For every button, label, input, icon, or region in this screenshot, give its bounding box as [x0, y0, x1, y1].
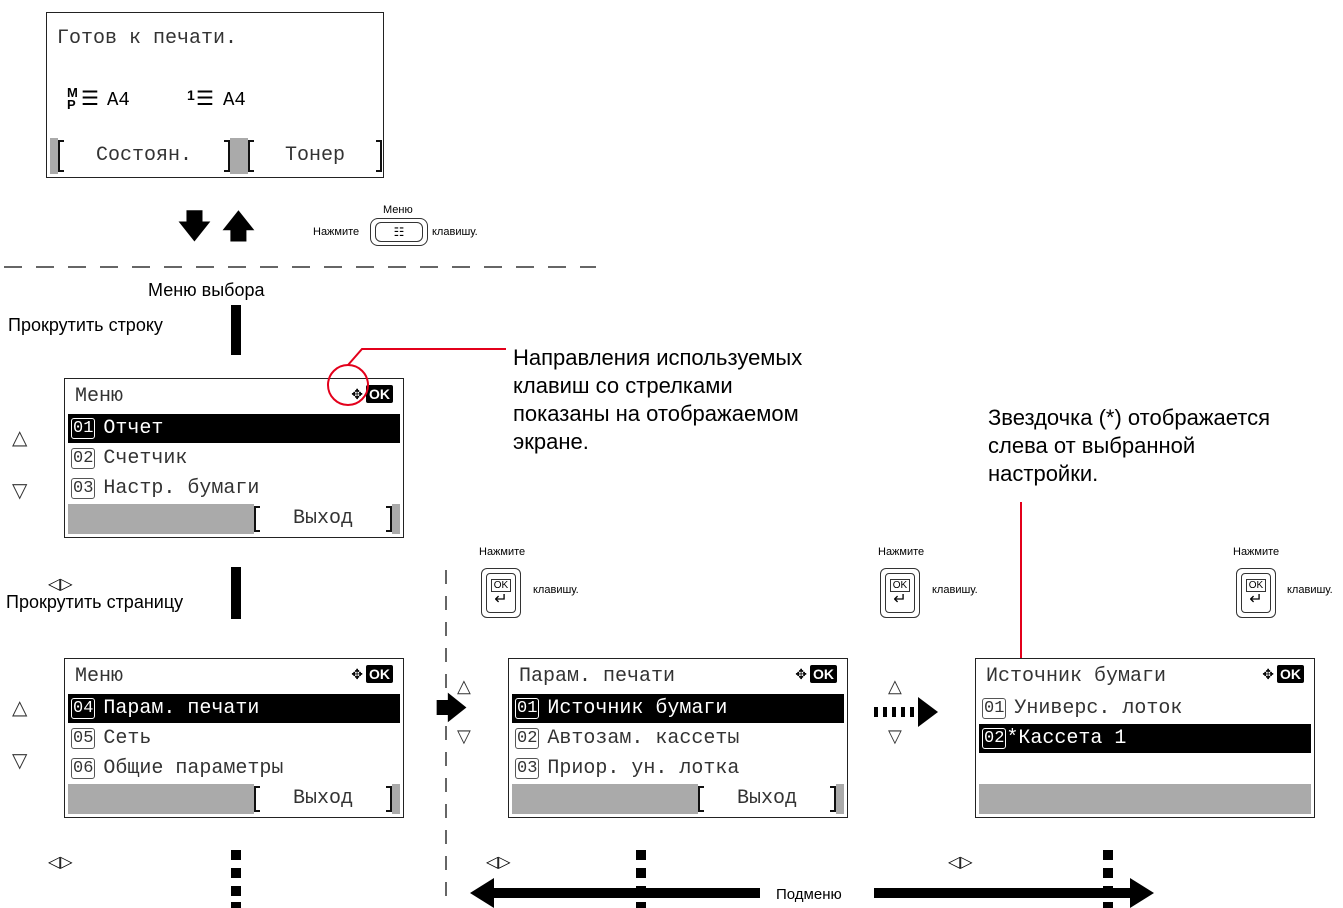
menu-key: ☷	[370, 218, 428, 246]
asterisk-note: Звездочка (*) отображается слева от выбр…	[988, 405, 1271, 486]
scroll-row-label: Прокрутить строку	[8, 315, 163, 335]
ok-badge: OK	[366, 385, 393, 403]
up-triangle-icon: △	[12, 697, 28, 719]
arrow-keys-icon: ✥	[795, 665, 807, 682]
exit-softkey[interactable]: Выход	[698, 784, 836, 814]
ok-badge: OK	[810, 665, 837, 683]
paper-list-icon: ☰	[81, 88, 99, 110]
ok-key: OK↵	[1236, 568, 1276, 618]
up-triangle-icon: △	[457, 676, 471, 696]
key-text: клавишу.	[533, 584, 579, 596]
ready-title: Готов к печати.	[57, 27, 238, 50]
menu-list-icon: ☷	[375, 222, 423, 242]
nav-note: Направления используемых клавиш со стрел…	[513, 345, 803, 454]
down-triangle-icon: ▽	[12, 480, 28, 502]
dotted-right-arrow-icon	[874, 697, 938, 727]
key-text: клавишу.	[432, 226, 478, 238]
softkey-bar: Выход	[68, 784, 400, 814]
continuation-dots	[231, 850, 241, 908]
menu-title: Меню	[75, 385, 124, 408]
submenu-label: Подменю	[776, 886, 842, 903]
up-triangle-icon: △	[888, 676, 902, 696]
right-arrow-icon: 🡆	[435, 690, 469, 726]
left-right-triangles-icon: ◁▷	[486, 854, 511, 871]
down-triangle-icon: ▽	[457, 726, 471, 746]
left-right-triangles-icon: ◁▷	[948, 854, 973, 871]
arrow-keys-icon: ✥	[1262, 665, 1274, 682]
ok-badge: OK	[366, 665, 393, 683]
nav-highlight	[327, 348, 506, 406]
ok-key: OK↵	[880, 568, 920, 618]
menu-title: Меню	[75, 665, 124, 688]
nav-indicator: ✥ OK	[795, 665, 837, 683]
press-text: Нажмите	[1233, 546, 1280, 558]
down-arrow-icon: 🡇	[178, 208, 211, 244]
nav-indicator: ✥ OK	[351, 385, 393, 403]
dashed-divider	[445, 570, 447, 908]
tray1-icon: 1	[187, 87, 195, 103]
softkey-bar	[979, 784, 1311, 814]
asterisk-pointer-line	[1020, 502, 1022, 754]
exit-softkey[interactable]: Выход	[254, 504, 392, 534]
key-text: клавишу.	[1287, 584, 1333, 596]
nav-indicator: ✥ OK	[1262, 665, 1304, 683]
left-right-triangles-icon: ◁▷	[48, 576, 73, 593]
status-softkey[interactable]: Состоян.	[58, 138, 230, 174]
paper-source-title: Источник бумаги	[986, 665, 1167, 688]
tray-paper-size: A4	[223, 89, 246, 111]
submenu-arrow	[470, 878, 1154, 908]
select-menu-label: Меню выбора	[148, 280, 265, 300]
press-text: Нажмите	[479, 546, 526, 558]
down-triangle-icon: ▽	[12, 750, 28, 772]
scroll-page-label: Прокрутить страницу	[6, 592, 184, 612]
down-triangle-icon: ▽	[888, 726, 902, 746]
press-text: Нажмите	[313, 226, 360, 238]
up-arrow-icon: 🡅	[222, 208, 255, 244]
arrow-keys-icon: ✥	[351, 385, 363, 402]
arrow-keys-icon: ✥	[351, 665, 363, 682]
ok-key: OK↵	[481, 568, 521, 618]
menu-item[interactable]: 02*Кассета 1	[979, 724, 1311, 753]
press-text: Нажмите	[878, 546, 925, 558]
key-text: клавишу.	[932, 584, 978, 596]
nav-indicator: ✥ OK	[351, 665, 393, 683]
ok-badge: OK	[1277, 665, 1304, 683]
up-triangle-icon: △	[12, 427, 28, 449]
dashed-separator	[4, 266, 596, 268]
exit-softkey[interactable]: Выход	[254, 784, 392, 814]
menu-key-label: Меню	[383, 204, 413, 216]
mp-paper-size: A4	[107, 89, 130, 111]
softkey-bar: Выход	[68, 504, 400, 534]
print-params-title: Парам. печати	[519, 665, 676, 688]
softkey-bar: Выход	[512, 784, 844, 814]
softkey-bar: Состоян. Тонер	[50, 138, 382, 174]
scroll-page-bar	[231, 567, 241, 619]
toner-softkey[interactable]: Тонер	[248, 138, 382, 174]
left-right-triangles-icon: ◁▷	[48, 854, 73, 871]
paper-list-icon-2: ☰	[196, 88, 214, 110]
scroll-row-bar	[231, 305, 241, 355]
